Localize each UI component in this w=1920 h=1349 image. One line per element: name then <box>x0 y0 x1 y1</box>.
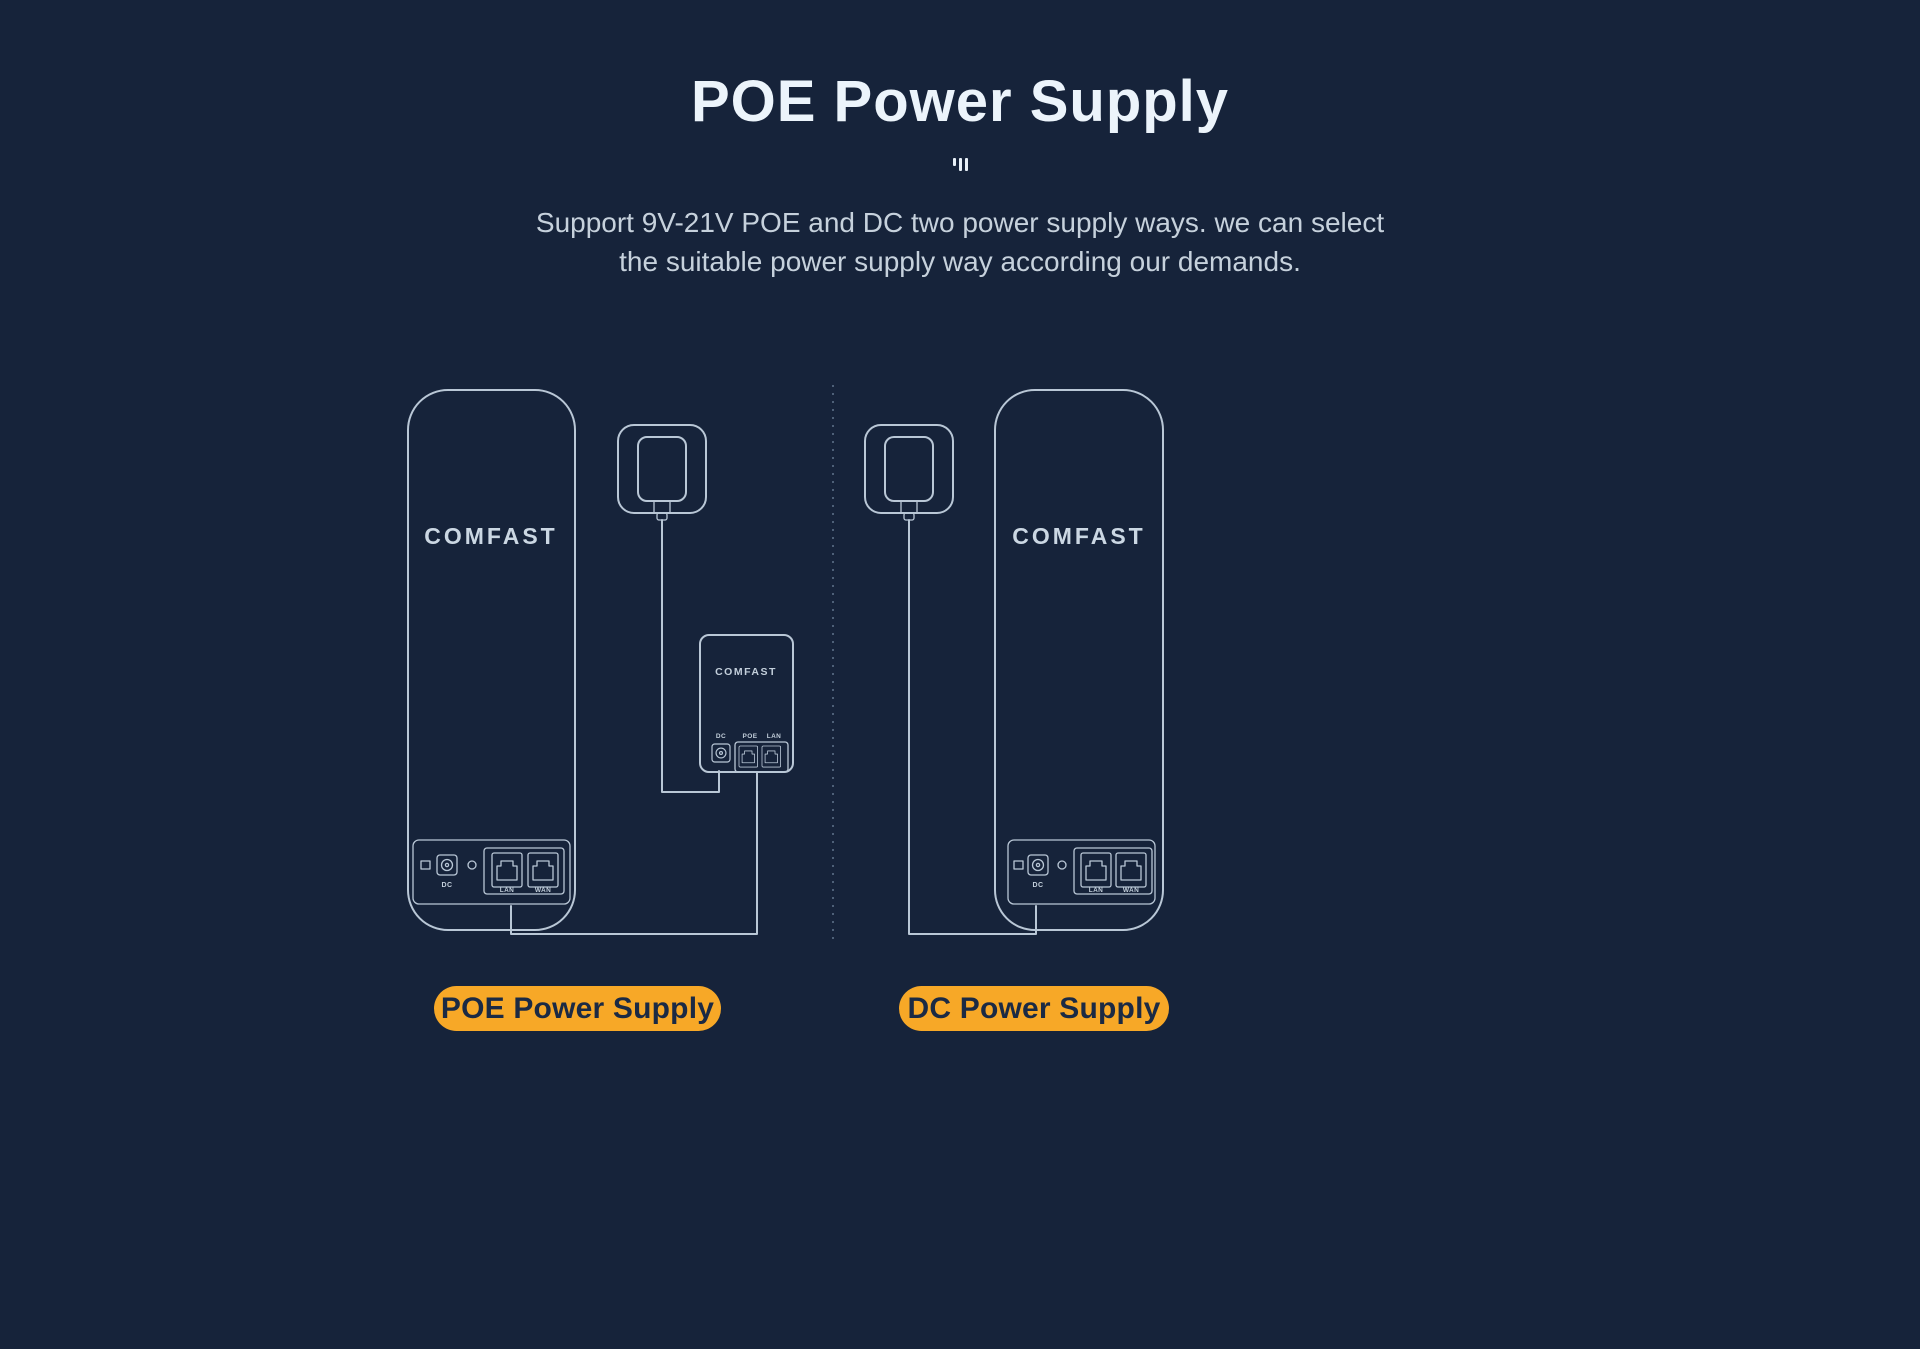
left-dc-jack-icon <box>436 854 458 876</box>
right-dc-label: DC <box>1032 882 1043 889</box>
left-lan-label: LAN <box>500 887 515 894</box>
injector-poe-label: POE <box>743 733 758 740</box>
poe-power-supply-caption: POE Power Supply <box>434 986 721 1031</box>
injector-dc-label: DC <box>716 733 726 740</box>
right-lan-jack-icon <box>1080 852 1112 888</box>
panel-icon <box>1013 860 1024 870</box>
right-cpe-device: COMFAST DC LAN WAN <box>994 389 1164 931</box>
injector-poe-jack-icon <box>738 745 759 768</box>
right-dc-jack-icon <box>1027 854 1049 876</box>
page-title: POE Power Supply <box>690 69 1230 134</box>
left-power-adapter-icon <box>617 424 707 521</box>
right-reset-button-icon <box>1057 860 1067 870</box>
left-lan-jack-icon <box>491 852 523 888</box>
dc-wiring <box>908 519 1037 935</box>
injector-dc-jack-icon <box>711 743 731 763</box>
injector-lan-jack-icon <box>761 745 782 768</box>
left-cpe-device: COMFAST DC LAN WAN <box>407 389 576 931</box>
left-device-brand-logo: COMFAST <box>424 523 557 549</box>
dc-power-supply-caption: DC Power Supply <box>899 986 1169 1031</box>
subtitle-line-1: Support 9V-21V POE and DC two power supp… <box>535 207 1385 238</box>
right-lan-label: LAN <box>1089 887 1104 894</box>
left-reset-button-icon <box>467 860 477 870</box>
poe-wiring <box>510 519 758 935</box>
right-power-adapter-icon <box>864 424 954 521</box>
panel-icon <box>420 860 431 870</box>
right-device-brand-logo: COMFAST <box>1012 523 1145 549</box>
left-wan-label: WAN <box>535 887 551 894</box>
page-subtitle: Support 9V-21V POE and DC two power supp… <box>0 203 1920 281</box>
poe-injector: COMFAST DC POE LAN <box>699 634 794 773</box>
left-device-port-panel: DC LAN WAN <box>412 839 571 905</box>
injector-lan-label: LAN <box>767 733 782 740</box>
subtitle-line-2: the suitable power supply way according … <box>619 246 1301 277</box>
right-wan-label: WAN <box>1123 887 1139 894</box>
right-wan-jack-icon <box>1115 852 1147 888</box>
injector-brand-logo: COMFAST <box>715 666 777 678</box>
quote-divider-icon <box>0 158 1920 171</box>
left-dc-label: DC <box>441 882 452 889</box>
left-wan-jack-icon <box>527 852 559 888</box>
right-device-port-panel: DC LAN WAN <box>1007 839 1156 905</box>
power-supply-diagram: COMFAST DC LAN WAN COMFAST DC POE <box>407 385 1164 945</box>
